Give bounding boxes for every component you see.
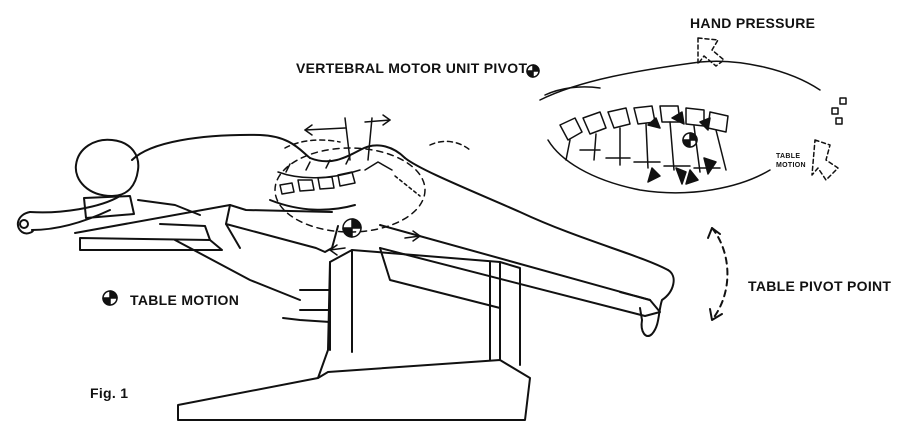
table-pivot-point-label: TABLE PIVOT POINT [748, 278, 892, 294]
table-motion-legend-symbol [102, 290, 118, 306]
hand-pressure-label: HAND PRESSURE [690, 15, 816, 31]
motion-arrows [304, 114, 471, 256]
pelvis-pivot-symbol [342, 218, 362, 238]
patient-figure [16, 133, 675, 338]
detail-table-motion-label: TABLE MOTION [776, 153, 806, 169]
vertebral-pivot-symbol [526, 64, 540, 78]
vertebral-motor-unit-pivot-label: VERTEBRAL MOTOR UNIT PIVOT [296, 60, 528, 76]
table-base [177, 249, 531, 421]
table-top [74, 204, 661, 317]
spine-detail-inset [539, 37, 847, 194]
figure-number-label: Fig. 1 [90, 385, 129, 401]
table-motion-label: TABLE MOTION [130, 292, 240, 308]
table-pivot-arrow [707, 227, 729, 321]
